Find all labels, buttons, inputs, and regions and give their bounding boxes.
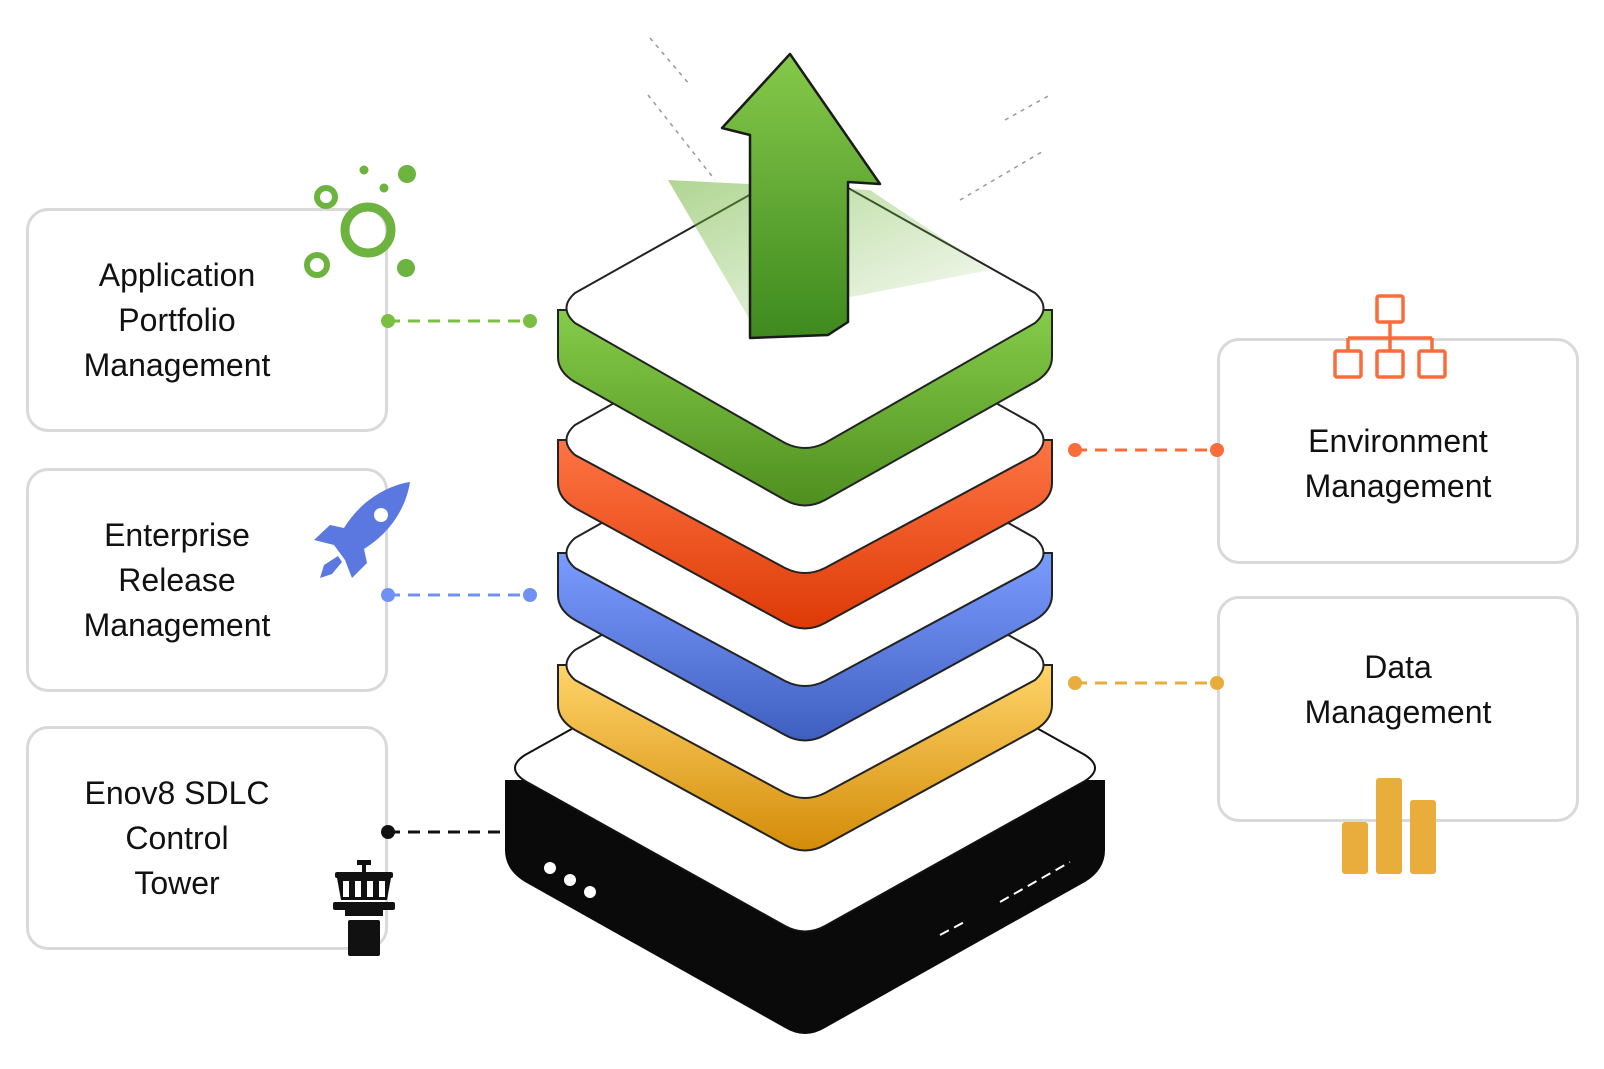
label-line: Application: [98, 256, 256, 293]
card-label: Application Portfolio Management: [47, 253, 307, 388]
label-line: Environment: [1308, 423, 1488, 459]
label-line: Management: [1304, 468, 1492, 504]
hierarchy-icon: [1333, 294, 1447, 379]
indicator-light: [544, 862, 556, 874]
label-line: Release: [118, 561, 236, 598]
card-label: Enov8 SDLC Control Tower: [47, 771, 307, 906]
label-line: Tower: [134, 864, 220, 901]
connector-env: [1068, 443, 1224, 457]
label-line: Data: [1364, 649, 1432, 685]
label-line: Enov8 SDLC: [84, 774, 270, 811]
connector-erm: [381, 588, 537, 602]
sdlc-control-tower-card: Enov8 SDLC Control Tower: [26, 726, 388, 950]
card-label: Environment Management: [1248, 419, 1548, 509]
label-line: Enterprise: [104, 516, 250, 553]
label-line: Portfolio: [118, 301, 236, 338]
control-tower-icon: [333, 860, 395, 956]
rocket-icon: [314, 482, 410, 578]
connector-tower: [381, 825, 505, 839]
label-line: Management: [83, 606, 271, 643]
label-line: Control: [125, 819, 229, 856]
card-label: Enterprise Release Management: [47, 513, 307, 648]
label-line: Management: [83, 346, 271, 383]
connector-data: [1068, 676, 1224, 690]
bubbles-icon: [304, 165, 416, 278]
connector-apm: [381, 314, 537, 328]
application-portfolio-management-card: Application Portfolio Management: [26, 208, 388, 432]
enterprise-release-management-card: Enterprise Release Management: [26, 468, 388, 692]
up-arrow-icon: [647, 37, 1051, 340]
indicator-light: [564, 874, 576, 886]
indicator-light: [584, 886, 596, 898]
card-label: Data Management: [1248, 645, 1548, 735]
label-line: Management: [1304, 694, 1492, 730]
bar-chart-icon: [1342, 778, 1436, 874]
